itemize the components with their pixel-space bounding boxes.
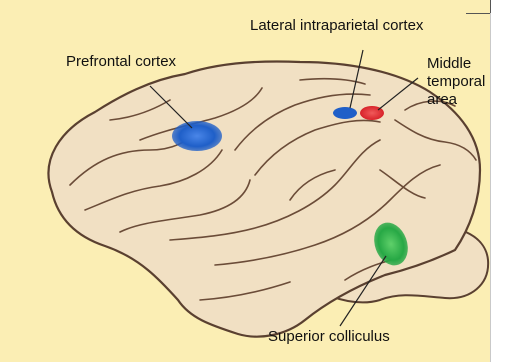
label-superior-colliculus: Superior colliculus (268, 328, 390, 345)
label-lateral-intraparietal-cortex: Lateral intraparietal cortex (250, 17, 423, 34)
label-prefrontal-cortex: Prefrontal cortex (66, 53, 176, 70)
lip-region (333, 107, 357, 119)
prefrontal-region (172, 121, 222, 151)
label-middle-temporal-line3: area (427, 91, 457, 108)
label-middle-temporal-line2: temporal (427, 73, 485, 90)
label-middle-temporal-line1: Middle (427, 55, 471, 72)
